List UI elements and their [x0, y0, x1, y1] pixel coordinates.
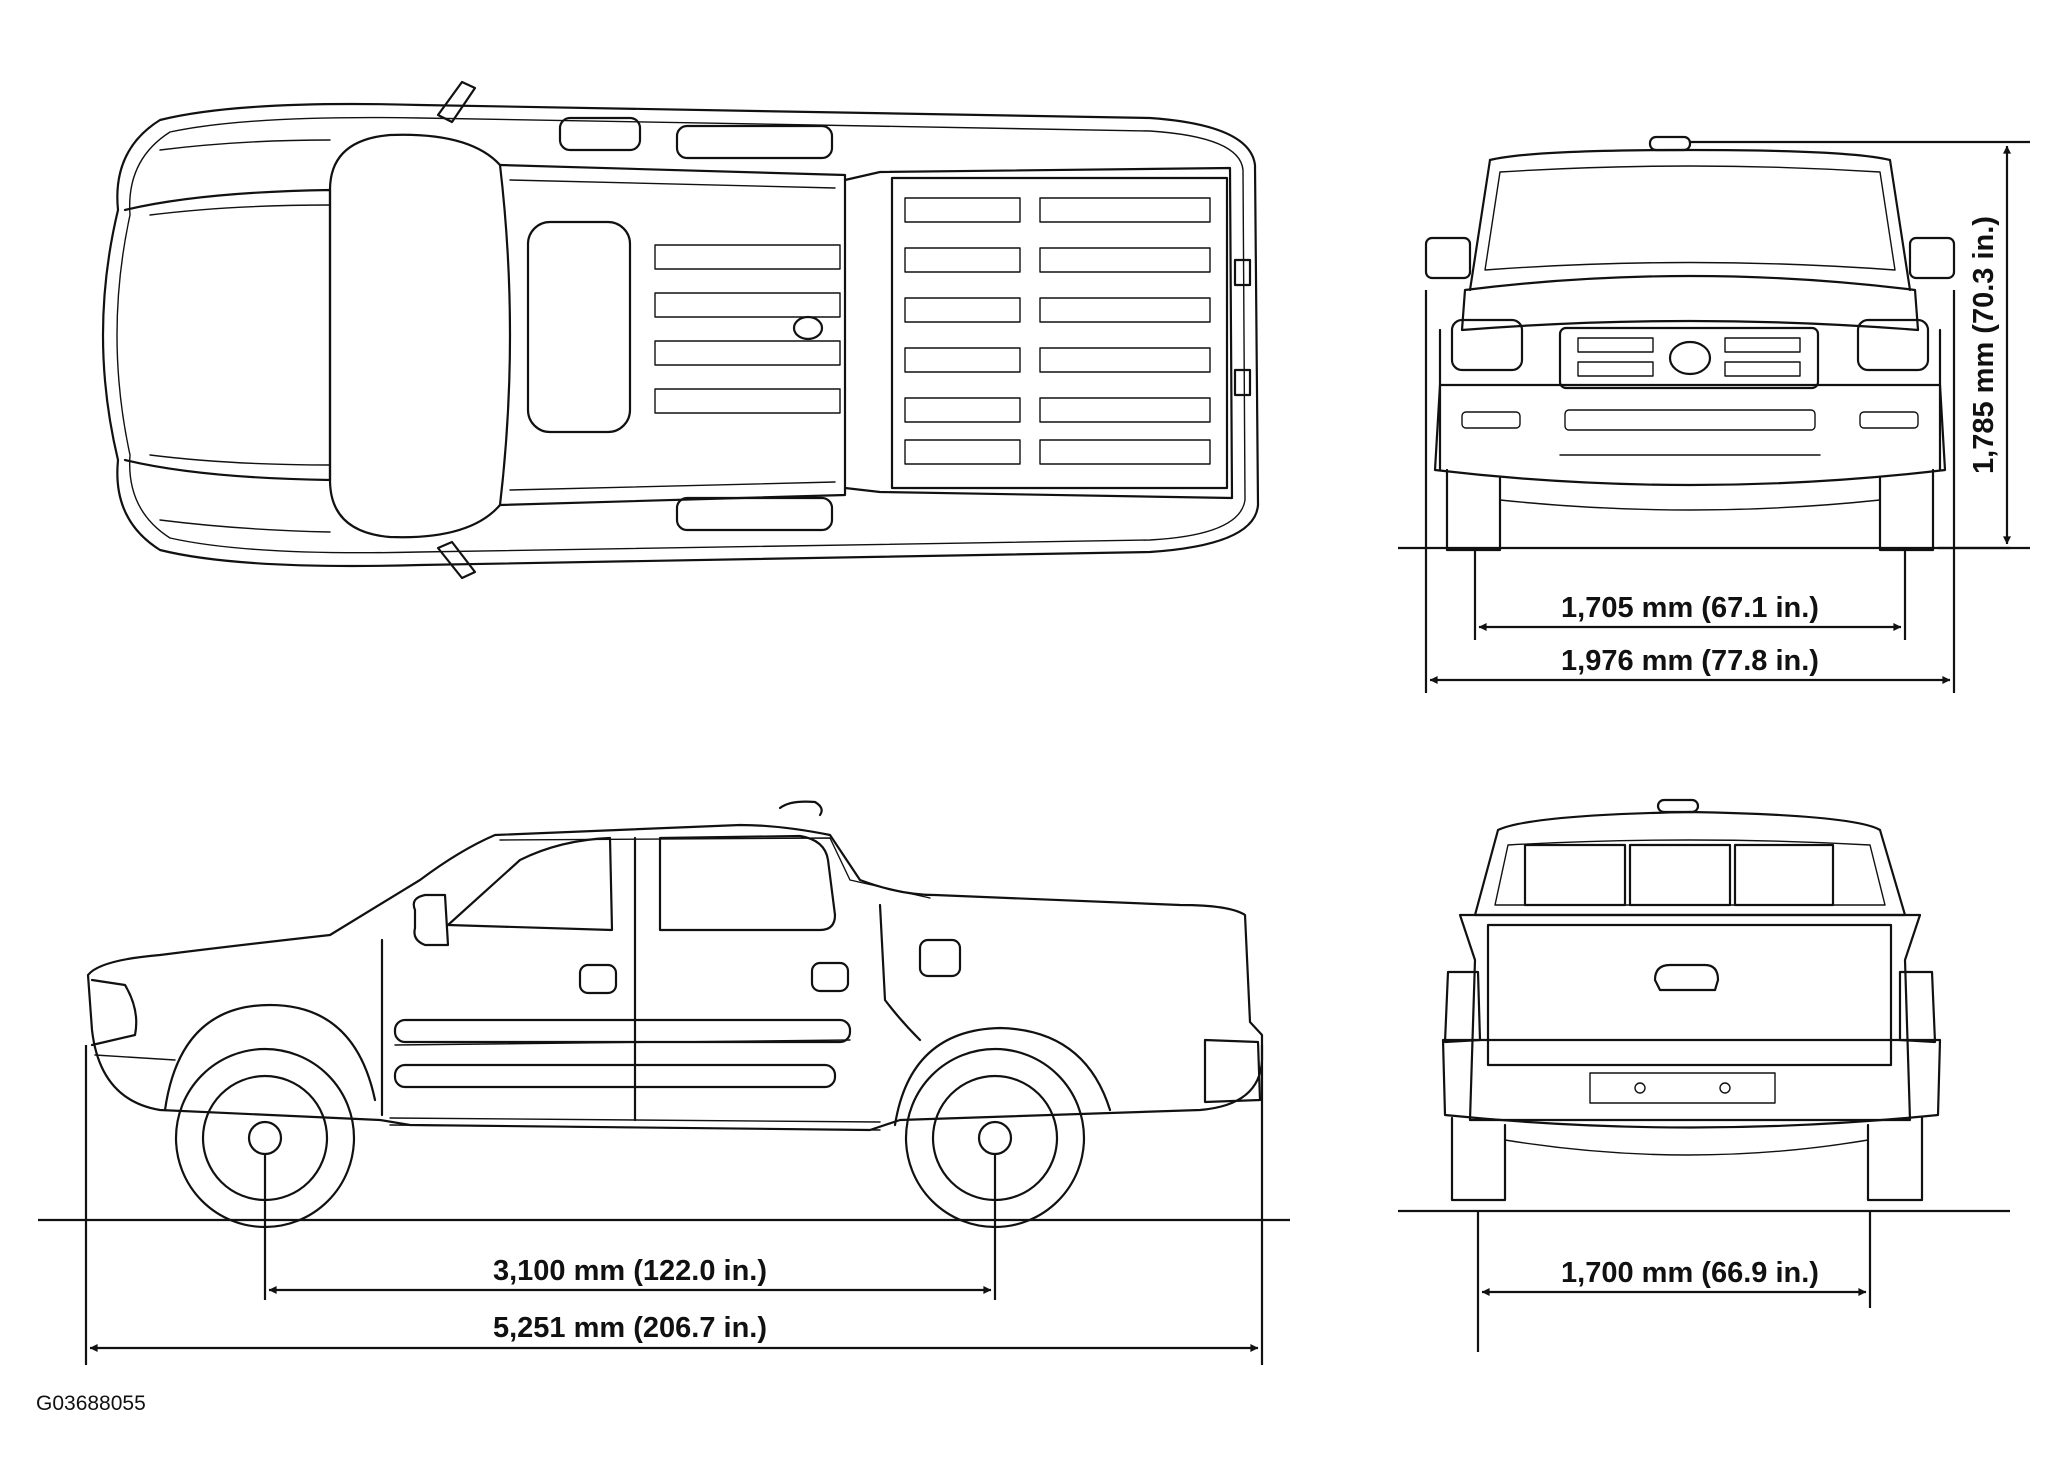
rear-track-label: 1,700 mm (66.9 in.): [1561, 1257, 1819, 1289]
overall-height-dimension: 1,785 mm (70.3 in.): [1690, 140, 2030, 550]
front-track-dimension: 1,705 mm (67.1 in.): [1473, 548, 1907, 640]
front-view-drawing: [1424, 135, 1956, 552]
overall-length-label: 5,251 mm (206.7 in.): [493, 1312, 767, 1344]
side-view-drawing: [38, 800, 1290, 1229]
wheelbase-dimension: 3,100 mm (122.0 in.): [263, 1154, 997, 1300]
figure-code: G03688055: [36, 1392, 146, 1415]
overall-width-dimension: 1,976 mm (77.8 in.): [1424, 290, 1956, 693]
overall-width-label: 1,976 mm (77.8 in.): [1561, 645, 1819, 677]
overall-length-dimension: 5,251 mm (206.7 in.): [84, 1045, 1264, 1365]
front-track-label: 1,705 mm (67.1 in.): [1561, 592, 1819, 624]
overall-height-label: 1,785 mm (70.3 in.): [1968, 216, 2000, 474]
rear-track-dimension: 1,700 mm (66.9 in.): [1476, 1211, 1872, 1352]
wheelbase-label: 3,100 mm (122.0 in.): [493, 1255, 767, 1287]
rear-view-drawing: [1441, 798, 1942, 1202]
top-view-drawing: [101, 80, 1260, 580]
